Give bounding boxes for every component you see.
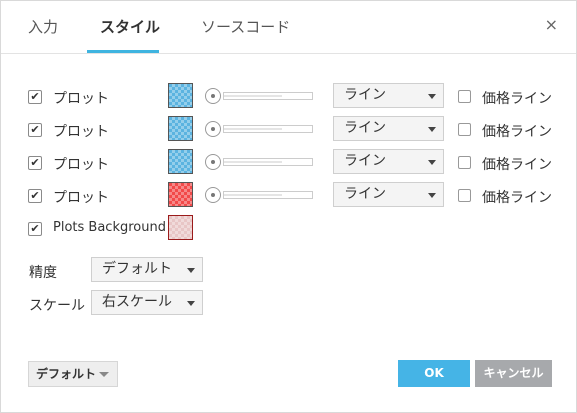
chevron-down-icon [428, 160, 436, 165]
plot-3-color-swatch[interactable] [168, 149, 193, 174]
plot-1-price-line-label: 価格ライン [482, 91, 552, 107]
slider-handle-icon[interactable] [205, 154, 221, 170]
precision-label: 精度 [29, 265, 57, 281]
defaults-button-label: デフォルト [35, 367, 96, 381]
plot-3-price-line-checkbox[interactable] [458, 156, 471, 169]
plot-1-checkbox[interactable]: ✔ [28, 90, 42, 104]
chevron-down-icon [428, 193, 436, 198]
plot-4-checkbox[interactable]: ✔ [28, 189, 42, 203]
slider-track [223, 92, 313, 100]
plot-2-price-line-label: 価格ライン [482, 124, 552, 140]
precision-value: デフォルト [102, 261, 172, 277]
slider-handle-icon[interactable] [205, 88, 221, 104]
chevron-down-icon [428, 127, 436, 132]
plot-1-style-value: ライン [344, 87, 386, 103]
plot-3-opacity-slider[interactable] [205, 154, 315, 170]
cancel-button[interactable]: キャンセル [475, 360, 552, 387]
plot-1-price-line-checkbox[interactable] [458, 90, 471, 103]
scale-value: 右スケール [102, 294, 172, 310]
plot-row-1: ✔ プロット ライン 価格ライン [1, 83, 576, 111]
plot-4-style-value: ライン [344, 186, 386, 202]
plot-4-style-select[interactable]: ライン [333, 182, 444, 207]
slider-handle-icon[interactable] [205, 121, 221, 137]
tab-style[interactable]: スタイル [100, 18, 161, 36]
plot-4-opacity-slider[interactable] [205, 187, 315, 203]
plot-4-color-swatch[interactable] [168, 182, 193, 207]
chevron-down-icon [187, 301, 195, 306]
plot-row-2: ✔ プロット ライン 価格ライン [1, 116, 576, 144]
plot-row-3: ✔ プロット ライン 価格ライン [1, 149, 576, 177]
plot-3-style-value: ライン [344, 153, 386, 169]
defaults-dropdown-button[interactable]: デフォルト [28, 361, 118, 387]
plot-1-opacity-slider[interactable] [205, 88, 315, 104]
plot-3-style-select[interactable]: ライン [333, 149, 444, 174]
plot-3-label: プロット [53, 157, 109, 173]
plot-4-label: プロット [53, 190, 109, 206]
chevron-down-icon [99, 372, 109, 377]
plot-4-price-line-checkbox[interactable] [458, 189, 471, 202]
slider-track [223, 191, 313, 199]
close-icon[interactable]: × [544, 15, 558, 34]
dialog-tabs: 入力 スタイル ソースコード × [1, 1, 576, 54]
slider-track [223, 158, 313, 166]
plot-2-opacity-slider[interactable] [205, 121, 315, 137]
plot-2-color-swatch[interactable] [168, 116, 193, 141]
plot-2-style-select[interactable]: ライン [333, 116, 444, 141]
plot-2-price-line-checkbox[interactable] [458, 123, 471, 136]
plots-background-row: ✔ Plots Background [1, 215, 576, 243]
scale-select[interactable]: 右スケール [91, 290, 203, 315]
plot-3-price-line-label: 価格ライン [482, 157, 552, 173]
plot-1-style-select[interactable]: ライン [333, 83, 444, 108]
tab-source-code[interactable]: ソースコード [201, 18, 291, 36]
slider-handle-icon[interactable] [205, 187, 221, 203]
precision-select[interactable]: デフォルト [91, 257, 203, 282]
plots-background-checkbox[interactable]: ✔ [28, 222, 42, 236]
plot-3-checkbox[interactable]: ✔ [28, 156, 42, 170]
active-tab-indicator [87, 50, 159, 53]
chevron-down-icon [428, 94, 436, 99]
plot-2-checkbox[interactable]: ✔ [28, 123, 42, 137]
plot-2-label: プロット [53, 124, 109, 140]
tab-input[interactable]: 入力 [28, 18, 59, 36]
plot-1-label: プロット [53, 91, 109, 107]
slider-track [223, 125, 313, 133]
ok-button[interactable]: OK [398, 360, 470, 387]
chevron-down-icon [187, 268, 195, 273]
plot-2-style-value: ライン [344, 120, 386, 136]
plots-background-color-swatch[interactable] [168, 215, 193, 240]
plot-1-color-swatch[interactable] [168, 83, 193, 108]
plots-background-label: Plots Background [53, 220, 166, 235]
plot-4-price-line-label: 価格ライン [482, 190, 552, 206]
plot-row-4: ✔ プロット ライン 価格ライン [1, 182, 576, 210]
scale-label: スケール [29, 298, 85, 314]
